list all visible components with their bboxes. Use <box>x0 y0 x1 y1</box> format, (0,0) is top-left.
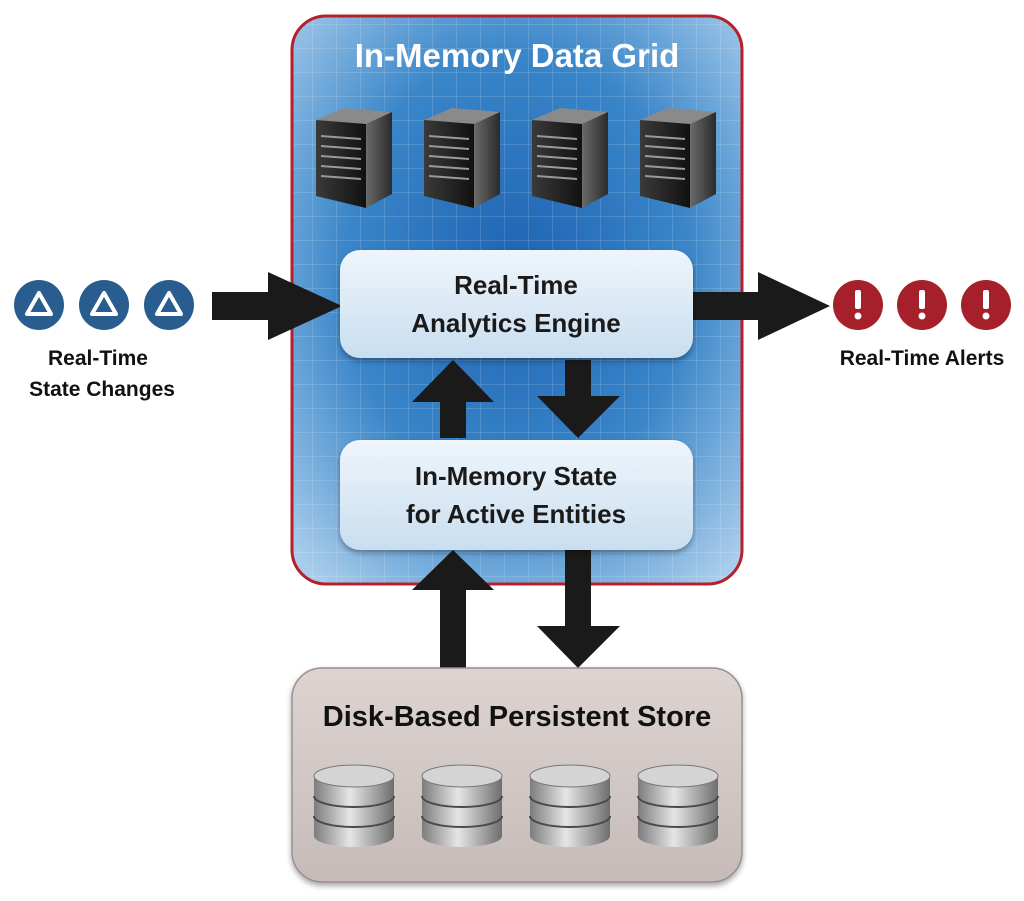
state-to-store-arrow <box>537 550 620 668</box>
triangle-badge-icon <box>14 280 64 330</box>
analytics-engine-label-line2: Analytics Engine <box>411 308 621 338</box>
server-tower-icon <box>640 108 716 208</box>
state-changes-label-line1: Real-Time <box>48 347 148 370</box>
in-memory-state-label-line1: In-Memory State <box>415 461 617 491</box>
persistent-store-panel: Disk-Based Persistent Store <box>291 667 743 883</box>
disk-row <box>313 764 719 847</box>
engine-to-state-arrow <box>537 360 620 438</box>
state-changes-label-line2: State Changes <box>29 378 175 401</box>
database-cylinder-icon <box>313 764 395 847</box>
state-change-badges <box>14 280 194 330</box>
server-row <box>316 108 716 208</box>
triangle-badge-icon <box>79 280 129 330</box>
store-to-state-arrow <box>412 550 494 668</box>
database-cylinder-icon <box>637 764 719 847</box>
database-cylinder-icon <box>529 764 611 847</box>
server-tower-icon <box>424 108 500 208</box>
alert-arrow <box>690 272 830 340</box>
exclamation-badge-icon <box>833 280 883 330</box>
alert-badges <box>833 280 1011 330</box>
exclamation-badge-icon <box>897 280 947 330</box>
persistent-store-title: Disk-Based Persistent Store <box>323 701 711 733</box>
in-memory-state-label-line2: for Active Entities <box>406 499 626 529</box>
triangle-badge-icon <box>144 280 194 330</box>
analytics-engine-box: Real-Time Analytics Engine <box>340 250 693 358</box>
input-arrow <box>212 272 342 340</box>
server-tower-icon <box>532 108 608 208</box>
in-memory-state-box: In-Memory State for Active Entities <box>340 440 693 550</box>
database-cylinder-icon <box>421 764 503 847</box>
exclamation-badge-icon <box>961 280 1011 330</box>
server-tower-icon <box>316 108 392 208</box>
analytics-engine-label-line1: Real-Time <box>454 270 578 300</box>
alerts-label: Real-Time Alerts <box>840 347 1005 370</box>
data-grid-title: In-Memory Data Grid <box>355 37 680 74</box>
arrows <box>212 272 830 668</box>
state-to-engine-arrow <box>412 360 494 438</box>
